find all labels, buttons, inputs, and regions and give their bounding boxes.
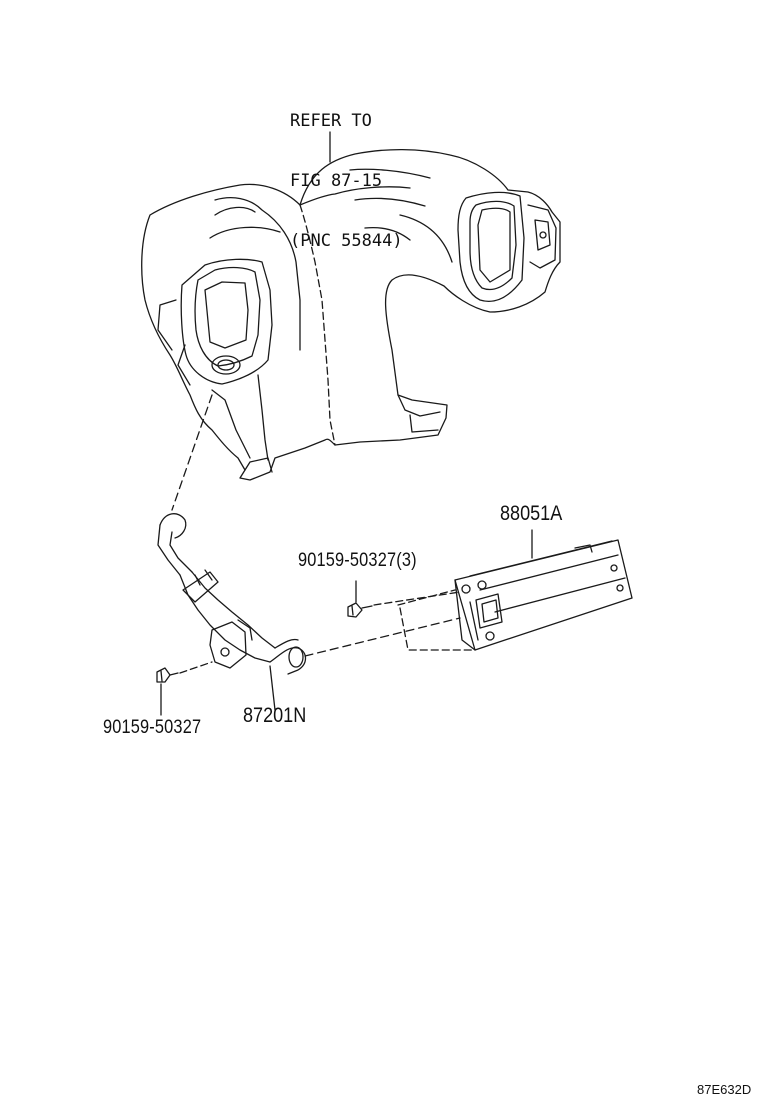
control-module-88051A	[397, 529, 633, 651]
sensor-hose-87201N	[157, 394, 461, 711]
part-label-87201N[interactable]: 87201N	[243, 704, 307, 727]
screw-lower	[156, 661, 213, 716]
part-label-88051A[interactable]: 88051A	[500, 502, 563, 525]
refer-note-line-2: FIG 87-15	[290, 171, 383, 191]
refer-note-line-1: REFER TO	[290, 111, 372, 131]
refer-note: REFER TO FIG 87-15 (PNC 55844)	[290, 71, 403, 291]
screw-upper	[347, 580, 461, 618]
part-label-90159-50327-qty3[interactable]: 90159-50327(3)	[298, 550, 417, 571]
refer-note-line-3: (PNC 55844)	[290, 231, 403, 251]
illustration-code: 87E632D	[697, 1082, 752, 1097]
part-label-90159-50327[interactable]: 90159-50327	[103, 717, 202, 738]
heater-duct-unit	[141, 131, 561, 481]
